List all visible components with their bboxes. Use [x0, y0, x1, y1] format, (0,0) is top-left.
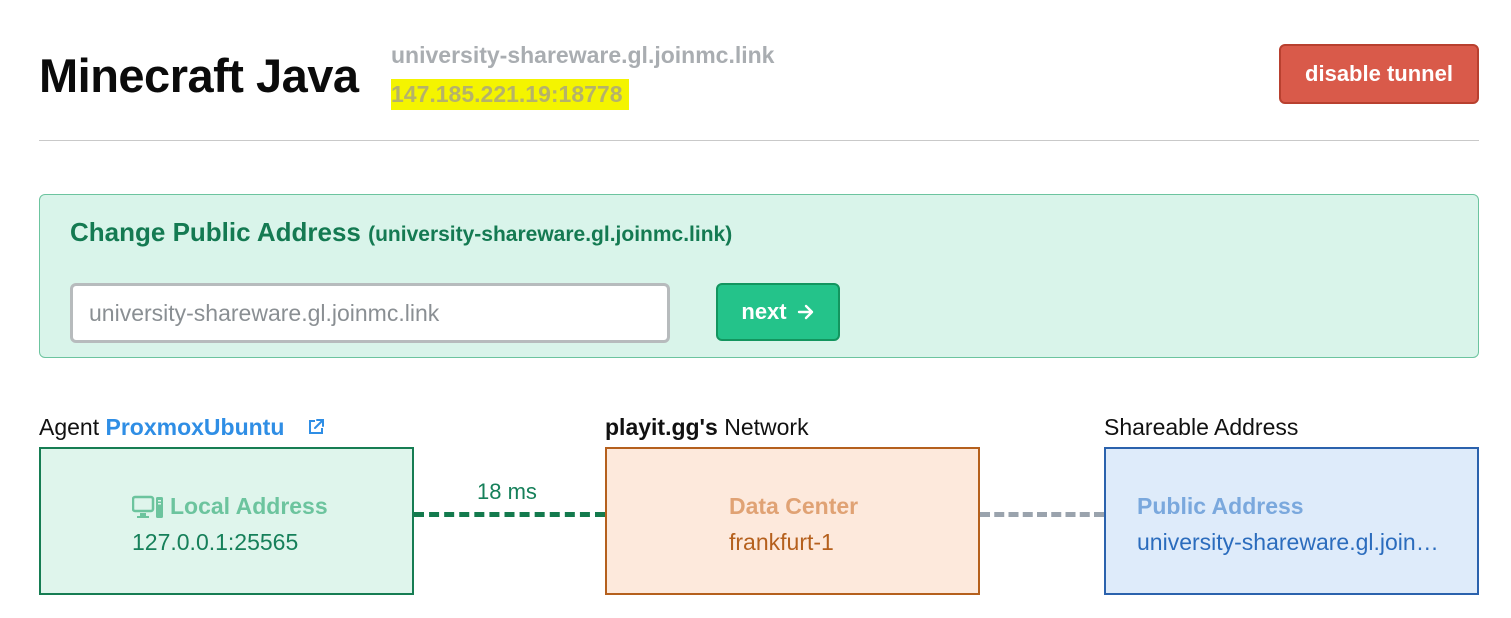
shareable-caption: Shareable Address	[1104, 414, 1299, 440]
local-address-value: 127.0.0.1:25565	[132, 529, 299, 555]
change-address-subtitle: (university-shareware.gl.joinmc.link)	[368, 223, 733, 246]
disable-tunnel-button[interactable]: disable tunnel	[1279, 44, 1479, 104]
network-brand: playit.gg's	[605, 414, 718, 440]
next-label: next	[741, 299, 787, 324]
change-address-heading: Change Public Address (university-sharew…	[70, 217, 732, 248]
agent-prefix: Agent	[39, 414, 100, 440]
data-center-value: frankfurt-1	[729, 529, 834, 555]
public-address-box: Public Address university-shareware.gl.j…	[1104, 447, 1479, 595]
public-address-value[interactable]: university-shareware.gl.joinmc.link	[1137, 529, 1449, 555]
agent-link-line	[414, 512, 605, 517]
agent-caption: Agent ProxmoxUbuntu	[39, 414, 325, 442]
next-button[interactable]: next	[716, 283, 840, 341]
agent-name-link[interactable]: ProxmoxUbuntu	[105, 414, 285, 440]
network-caption: playit.gg's Network	[605, 414, 809, 441]
data-center-label: Data Center	[729, 493, 859, 519]
external-link-icon[interactable]	[307, 415, 325, 442]
local-address-heading: Local Address	[132, 493, 328, 520]
divider	[39, 140, 1479, 141]
page-title: Minecraft Java	[39, 49, 359, 102]
local-address-label: Local Address	[170, 493, 328, 519]
arrow-right-icon	[797, 304, 813, 320]
tunnel-header: Minecraft Java university-shareware.gl.j…	[39, 40, 1479, 110]
tunnel-ip-port: 147.185.221.19:18778	[391, 79, 629, 110]
computer-icon	[132, 495, 163, 518]
data-center-box: Data Center frankfurt-1	[605, 447, 980, 595]
public-address-input[interactable]	[70, 283, 670, 343]
latency-label: 18 ms	[477, 479, 537, 504]
change-public-address-panel: Change Public Address (university-sharew…	[39, 194, 1479, 358]
tunnel-hostname: university-shareware.gl.joinmc.link	[391, 42, 775, 68]
network-suffix: Network	[724, 414, 809, 440]
public-address-label: Public Address	[1137, 493, 1304, 519]
tunnel-address-block: university-shareware.gl.joinmc.link 147.…	[391, 42, 774, 110]
change-address-title: Change Public Address	[70, 217, 361, 247]
local-address-box: Local Address 127.0.0.1:25565	[39, 447, 414, 595]
public-link-line	[980, 512, 1104, 517]
